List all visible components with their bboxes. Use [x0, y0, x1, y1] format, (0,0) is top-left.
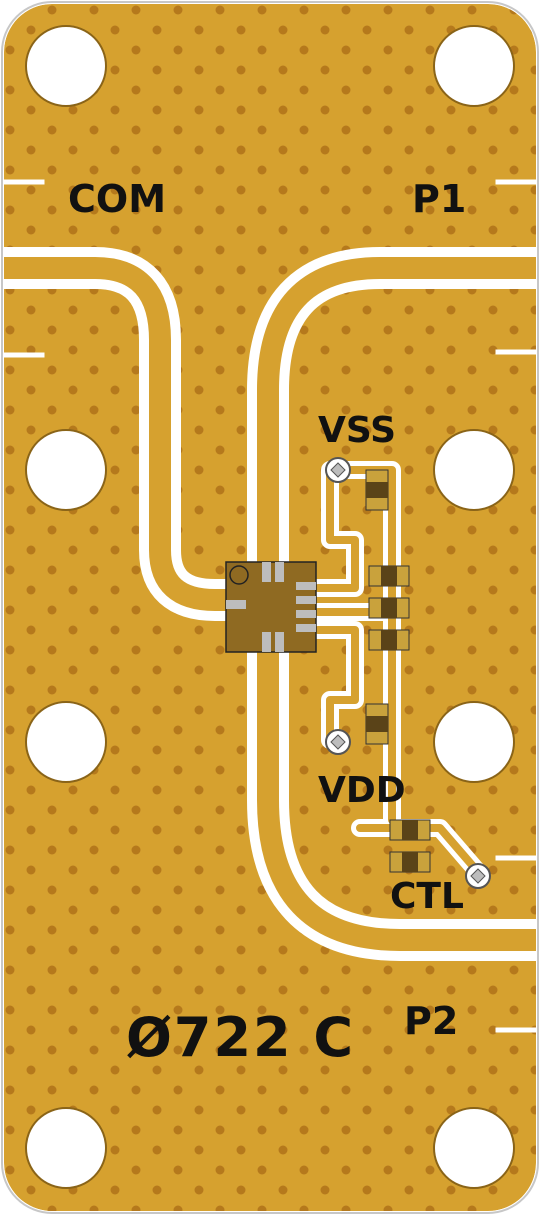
ic-pads — [226, 562, 316, 652]
label-p2: P2 — [404, 999, 458, 1043]
capacitor-ctl-1 — [389, 819, 431, 841]
mounting-hole-bottom-right — [433, 1107, 515, 1189]
label-vss: VSS — [318, 410, 396, 451]
test-points — [325, 457, 491, 889]
mounting-hole-mid-right-lower — [433, 701, 515, 783]
label-ctl: CTL — [390, 876, 464, 917]
label-vdd: VDD — [318, 770, 406, 811]
ic-package — [225, 561, 317, 653]
test-point-vdd — [325, 729, 351, 755]
pin-one-marker — [229, 565, 249, 585]
label-com: COM — [68, 177, 166, 221]
capacitor-1 — [368, 565, 410, 587]
mounting-hole-mid-left-lower — [25, 701, 107, 783]
capacitor-3 — [368, 629, 410, 651]
bias-trace-copper — [314, 466, 482, 876]
rf-trace-copper — [4, 257, 536, 951]
connector-notches — [4, 179, 536, 1033]
mounting-hole-top-right — [433, 25, 515, 107]
capacitor-2 — [368, 597, 410, 619]
mounting-hole-top-left — [25, 25, 107, 107]
label-p1: P1 — [412, 177, 466, 221]
mounting-hole-bottom-left — [25, 1107, 107, 1189]
test-point-vss — [325, 457, 351, 483]
label-part-number: Ø722 C — [126, 1006, 355, 1069]
capacitor-ctl-2 — [389, 851, 431, 873]
mounting-holes — [25, 25, 515, 1189]
passive-components — [365, 469, 431, 873]
capacitor-vss — [365, 469, 389, 511]
capacitor-vdd — [365, 703, 389, 745]
test-point-ctl — [465, 863, 491, 889]
mounting-hole-mid-left-upper — [25, 429, 107, 511]
mounting-hole-mid-right-upper — [433, 429, 515, 511]
